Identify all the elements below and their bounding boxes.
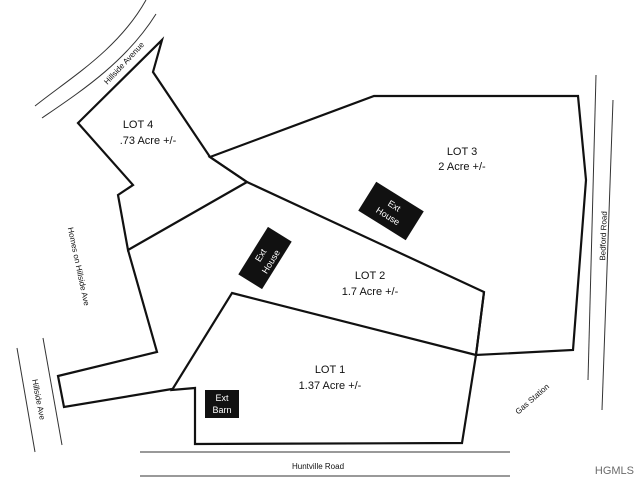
hillside-ave-label: Hillside Ave [30, 378, 47, 421]
hillside-ave-edge-left [16, 347, 36, 453]
lot-3-area: 2 Acre +/- [438, 161, 486, 173]
barn-lot-1-label-line1: Ext [215, 393, 229, 403]
hillside-avenue-edge-inner [41, 13, 157, 119]
barn-lot-1-label-line2: Barn [212, 405, 231, 415]
lot-1-boundary [169, 291, 478, 446]
road-lines [16, 0, 614, 477]
hillside-ave-edge-right [42, 337, 63, 446]
hillside-avenue-edge-outer [34, 0, 147, 107]
bedford-road-edge-right [601, 99, 614, 411]
lot-4-area: .73 Acre +/- [120, 135, 177, 147]
lot-3-name: LOT 3 [447, 146, 477, 158]
bedford-road-label: Bedford Road [598, 211, 609, 261]
bedford-road-edge-left [587, 74, 597, 381]
house-lot-2-shape [238, 226, 292, 290]
road-labels: Hillside Avenue Homes on Hillside Ave Hi… [30, 40, 609, 471]
lot-labels: LOT 4 .73 Acre +/- LOT 3 2 Acre +/- LOT … [120, 119, 486, 392]
house-lot-3-shape [358, 181, 424, 241]
hgmls-watermark: HGMLS [595, 465, 634, 477]
gas-station-label: Gas Station [514, 382, 551, 416]
lot-1-name: LOT 1 [315, 364, 345, 376]
existing-house-lot-3: Ext House [358, 181, 424, 241]
lot-4-name: LOT 4 [123, 119, 153, 131]
homes-on-hillside-label: Homes on Hillside Ave [66, 226, 92, 307]
lot-3-boundary [207, 94, 588, 357]
lot-2-boundary[interactable] [56, 249, 486, 409]
existing-house-lot-2: Ext House [238, 226, 292, 290]
existing-barn-lot-1: Ext Barn [205, 390, 239, 418]
lot-2-name: LOT 2 [355, 270, 385, 282]
lot-2-area: 1.7 Acre +/- [342, 286, 399, 298]
lot-1-area: 1.37 Acre +/- [299, 380, 362, 392]
barn-lot-1-shape [205, 390, 239, 418]
huntville-road-label: Huntville Road [292, 462, 344, 471]
lot-boundaries [56, 36, 588, 446]
